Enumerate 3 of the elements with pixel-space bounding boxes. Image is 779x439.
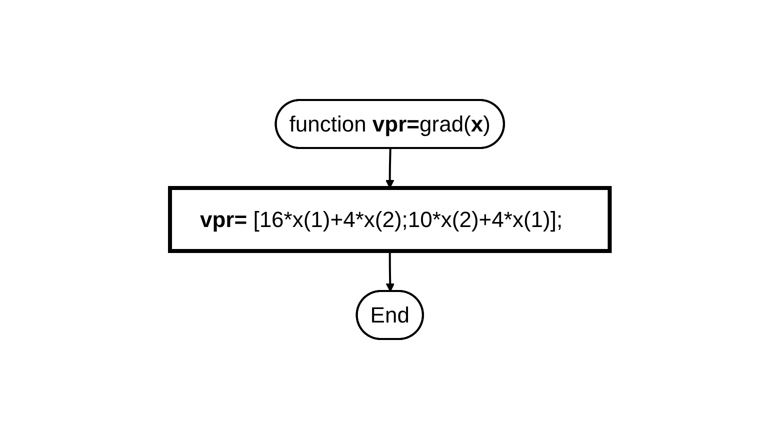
arrow: [385, 148, 394, 188]
node-box: vpr= [16*x(1)+4*x(2);10*x(2)+4*x(1)];: [168, 186, 612, 253]
arrow: [385, 251, 394, 292]
